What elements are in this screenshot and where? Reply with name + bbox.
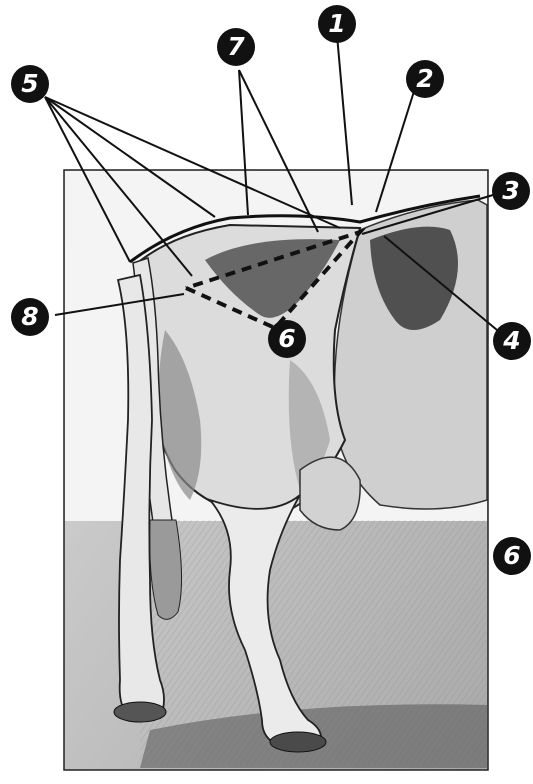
callout-8: 8	[11, 298, 49, 336]
callout-6-side: 6	[493, 537, 531, 575]
callout-3: 3	[492, 172, 530, 210]
near-hoof	[270, 732, 326, 752]
callout-6: 6	[268, 320, 306, 358]
callout-7: 7	[217, 28, 255, 66]
callout-5: 5	[11, 65, 49, 103]
udder	[300, 457, 360, 530]
callout-1: 1	[318, 5, 356, 43]
far-hoof	[114, 702, 166, 722]
callout-4: 4	[493, 322, 531, 360]
callout-2: 2	[406, 60, 444, 98]
